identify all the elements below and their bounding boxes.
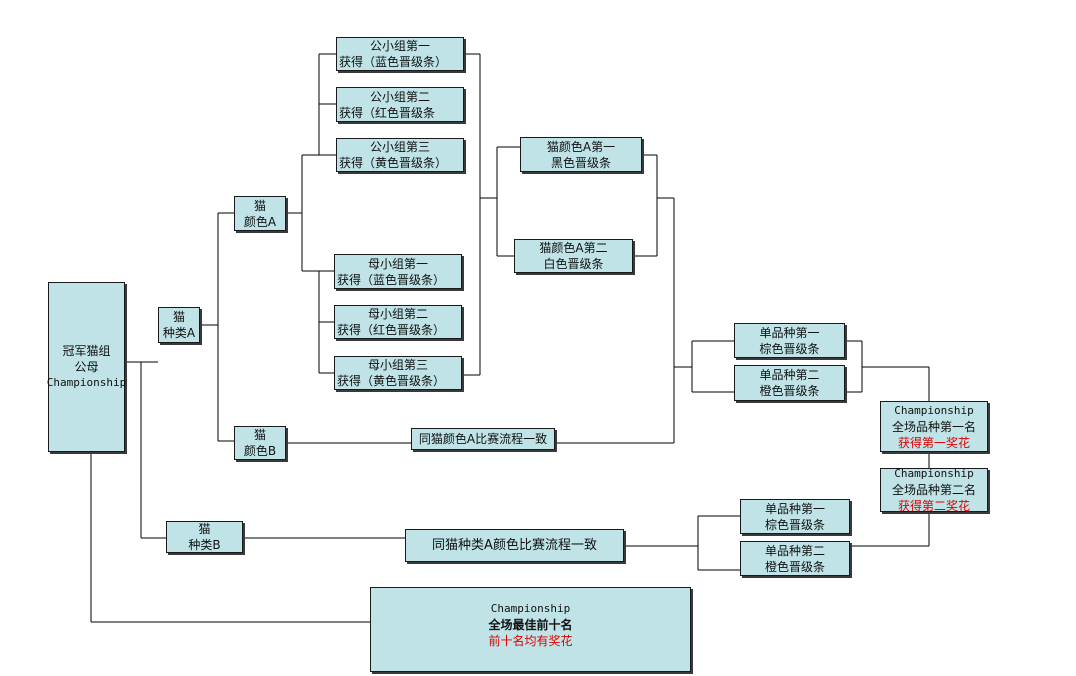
cat-color-b-box: 猫 颜色B [234,426,286,460]
type-b-line2: 种类B [188,538,221,552]
breed-b-first-line2: 棕色晋级条 [764,517,825,532]
male-group-3-line1: 公小组第三 [369,140,430,154]
champion-second-award: 获得第二奖花 [897,499,970,513]
type-a-line2: 种类A [162,326,196,340]
type-b-flow-text: 同猫种类A颜色比赛流程一致 [432,537,597,553]
color-b-line2: 颜色B [243,444,277,458]
cat-color-a-box: 猫 颜色A [234,196,286,231]
color-a-line2: 颜色A [243,214,277,229]
female-group-second-box: 母小组第二 获得（红色晋级条） [334,305,462,339]
color-a-first-line2: 黑色晋级条 [550,155,611,170]
type-b-flow-box: 同猫种类A颜色比赛流程一致 [405,529,624,562]
breed-a-second-line2: 橙色晋级条 [759,384,820,398]
male-group-2-line1: 公小组第二 [369,89,430,104]
cat-type-b-box: 猫 种类B [166,521,243,553]
breed-a-first-line1: 单品种第一 [759,325,820,340]
champion-first-line2: 全场品种第一名 [891,419,976,434]
type-a-line1: 猫 [172,310,185,324]
male-group-1-line1: 公小组第一 [369,39,430,53]
female-group-3-line2: 获得（黄色晋级条） [337,374,446,388]
color-b-flow-box: 同猫颜色A比赛流程一致 [411,428,555,450]
female-group-1-line1: 母小组第一 [367,256,428,271]
breed-b-first-box: 单品种第一 棕色晋级条 [740,499,850,534]
breed-b-first-line1: 单品种第一 [764,501,825,516]
female-group-first-box: 母小组第一 获得（蓝色晋级条） [334,254,462,289]
male-group-first-box: 公小组第一 获得（蓝色晋级条） [336,37,464,71]
champion-first-line1: Championship [894,403,974,417]
color-a-first-line1: 猫颜色A第一 [546,139,616,154]
female-group-2-line2: 获得（红色晋级条） [337,323,446,337]
root-line1: 冠军猫组 [62,344,111,358]
type-b-line1: 猫 [198,522,211,536]
male-group-2-line2: 获得（红色晋级条 [339,105,436,120]
top-ten-line2: 全场最佳前十名 [488,618,573,632]
breed-b-second-box: 单品种第二 橙色晋级条 [740,541,850,576]
top-ten-line1: Championship [490,602,571,615]
champion-second-line2: 全场品种第二名 [891,483,976,497]
champion-first-box: Championship 全场品种第一名 获得第一奖花 [880,401,988,452]
color-a-first-box: 猫颜色A第一 黑色晋级条 [520,137,642,172]
color-a-second-line1: 猫颜色A第二 [539,241,608,255]
color-a-second-box: 猫颜色A第二 白色晋级条 [514,239,633,273]
cat-type-a-box: 猫 种类A [158,307,200,343]
champion-second-box: Championship 全场品种第二名 获得第二奖花 [880,467,988,513]
championship-root-box: 冠军猫组 公母 Championship [46,282,127,452]
female-group-third-box: 母小组第三 获得（黄色晋级条） [334,356,462,390]
breed-a-first-box: 单品种第一 棕色晋级条 [734,323,845,358]
breed-a-second-box: 单品种第二 橙色晋级条 [734,365,845,401]
male-group-1-line2: 获得（蓝色晋级条） [339,55,448,69]
color-a-second-line2: 白色晋级条 [543,257,604,271]
champion-first-award: 获得第一奖花 [897,435,970,450]
breed-a-first-line2: 棕色晋级条 [759,341,820,356]
male-group-third-box: 公小组第三 获得（黄色晋级条） [336,138,464,172]
female-group-2-line1: 母小组第二 [367,307,428,321]
top-ten-award: 前十名均有奖花 [488,634,573,648]
breed-b-second-line1: 单品种第二 [764,543,825,558]
female-group-3-line1: 母小组第三 [367,358,428,372]
female-group-1-line2: 获得（蓝色晋级条） [337,272,446,287]
root-line3: Championship [46,376,127,389]
color-a-line1: 猫 [253,198,266,213]
top-ten-box: Championship 全场最佳前十名 前十名均有奖花 [370,587,691,672]
root-line2: 公母 [74,360,99,374]
color-b-flow-text: 同猫颜色A比赛流程一致 [418,432,548,446]
male-group-3-line2: 获得（黄色晋级条） [339,156,448,170]
male-group-second-box: 公小组第二 获得（红色晋级条 [336,87,464,122]
color-b-line1: 猫 [253,428,266,442]
breed-a-second-line1: 单品种第二 [759,368,820,382]
breed-b-second-line2: 橙色晋级条 [764,559,825,574]
champion-second-line1: Championship [894,467,974,480]
